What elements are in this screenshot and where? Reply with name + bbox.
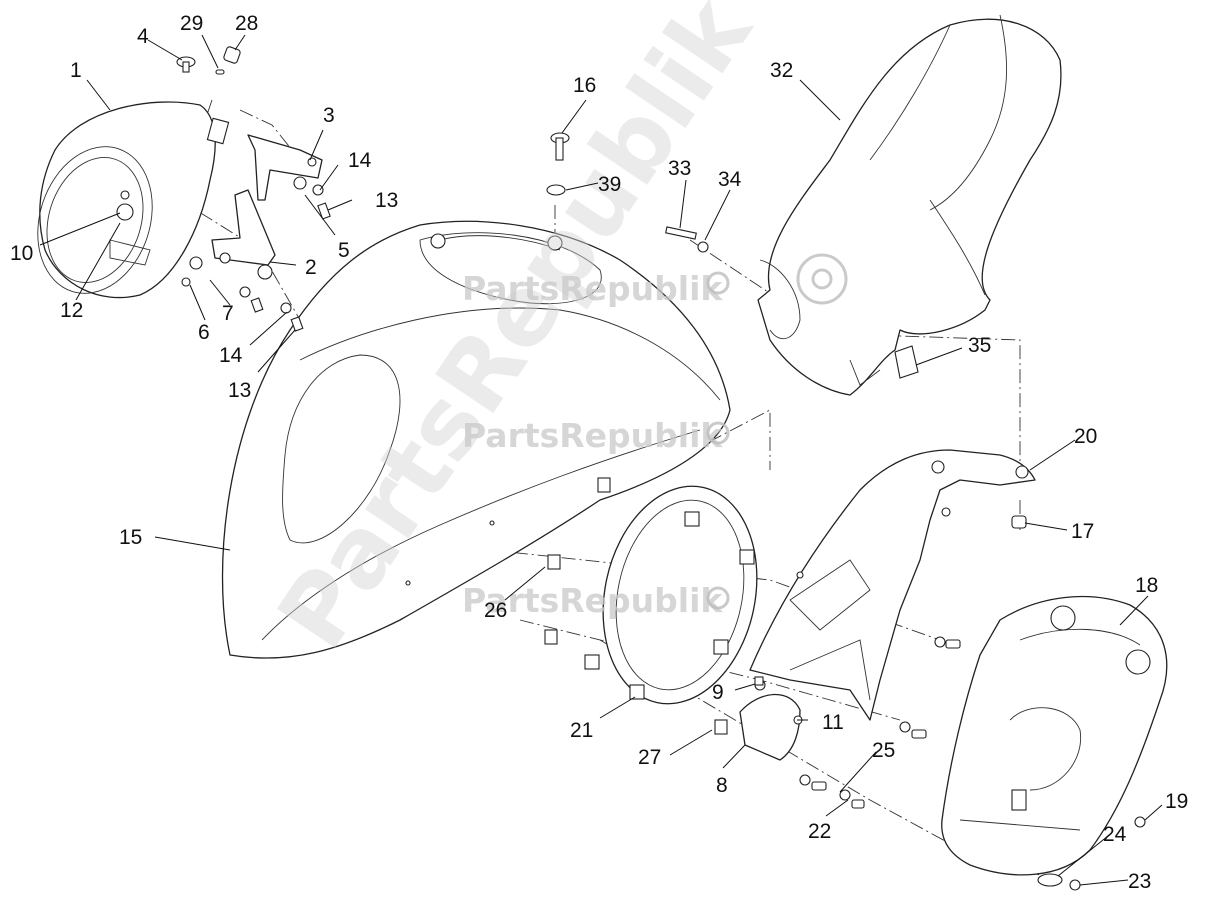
watermark-text: PartsRepublik: [462, 581, 723, 620]
callout-7: 7: [222, 302, 234, 325]
leader-lines: [39, 34, 1163, 886]
small-bracket-8: [739, 676, 803, 761]
callout-16: 16: [573, 74, 596, 97]
callout-18: 18: [1135, 574, 1158, 597]
callout-35: 35: [968, 334, 991, 357]
watermark-text: PartsRepublik: [462, 416, 723, 455]
headlight-brackets: [211, 134, 323, 280]
callout-29: 29: [180, 12, 203, 35]
callout-23: 23: [1128, 870, 1151, 893]
callout-5: 5: [338, 239, 350, 262]
callout-9: 9: [712, 681, 724, 704]
callout-14a: 14: [348, 149, 372, 172]
callout-1: 1: [70, 59, 82, 82]
callout-22: 22: [808, 820, 831, 843]
lower-fasteners: [714, 636, 1146, 891]
callout-20: 20: [1074, 425, 1097, 448]
callout-3: 3: [323, 104, 335, 127]
callout-14b: 14: [219, 344, 243, 367]
callout-26: 26: [484, 599, 507, 622]
callout-27: 27: [638, 746, 661, 769]
mounting-ring: [544, 477, 758, 705]
callout-32: 32: [770, 59, 793, 82]
watermark-text: PartsRepublik: [462, 269, 723, 308]
clip-35: [894, 345, 919, 379]
callout-12: 12: [60, 299, 83, 322]
screw-16-washer-39: [546, 132, 570, 196]
rear-hugger: [757, 14, 1062, 396]
callout-13b: 13: [228, 379, 251, 402]
callout-4: 4: [137, 25, 149, 48]
callouts: 1 2 3 4 5 6 7 8 9 10 11 12 13 13 14 14 1…: [10, 12, 1188, 893]
callout-25: 25: [872, 739, 895, 762]
callout-28: 28: [235, 12, 258, 35]
callout-33: 33: [668, 157, 691, 180]
callout-13a: 13: [375, 189, 398, 212]
callout-21: 21: [570, 719, 593, 742]
callout-11: 11: [822, 711, 844, 734]
front-fender: [221, 220, 731, 659]
callout-8: 8: [716, 774, 728, 797]
callout-19: 19: [1165, 790, 1188, 813]
callout-10: 10: [10, 242, 33, 265]
watermark-gear-icon: [706, 253, 848, 610]
callout-24: 24: [1103, 823, 1127, 846]
rear-bracket: [749, 449, 1036, 721]
callout-15: 15: [119, 526, 142, 549]
headlight-shell: [37, 101, 230, 299]
headlight-fasteners: [176, 46, 331, 332]
callout-6: 6: [198, 321, 210, 344]
rear-tray: [941, 596, 1168, 876]
callout-39: 39: [598, 173, 621, 196]
bolt-33-washer-34: [665, 226, 709, 253]
callout-2: 2: [305, 256, 317, 279]
nut-17: [1011, 515, 1027, 529]
callout-17: 17: [1071, 520, 1094, 543]
callout-34: 34: [718, 168, 742, 191]
